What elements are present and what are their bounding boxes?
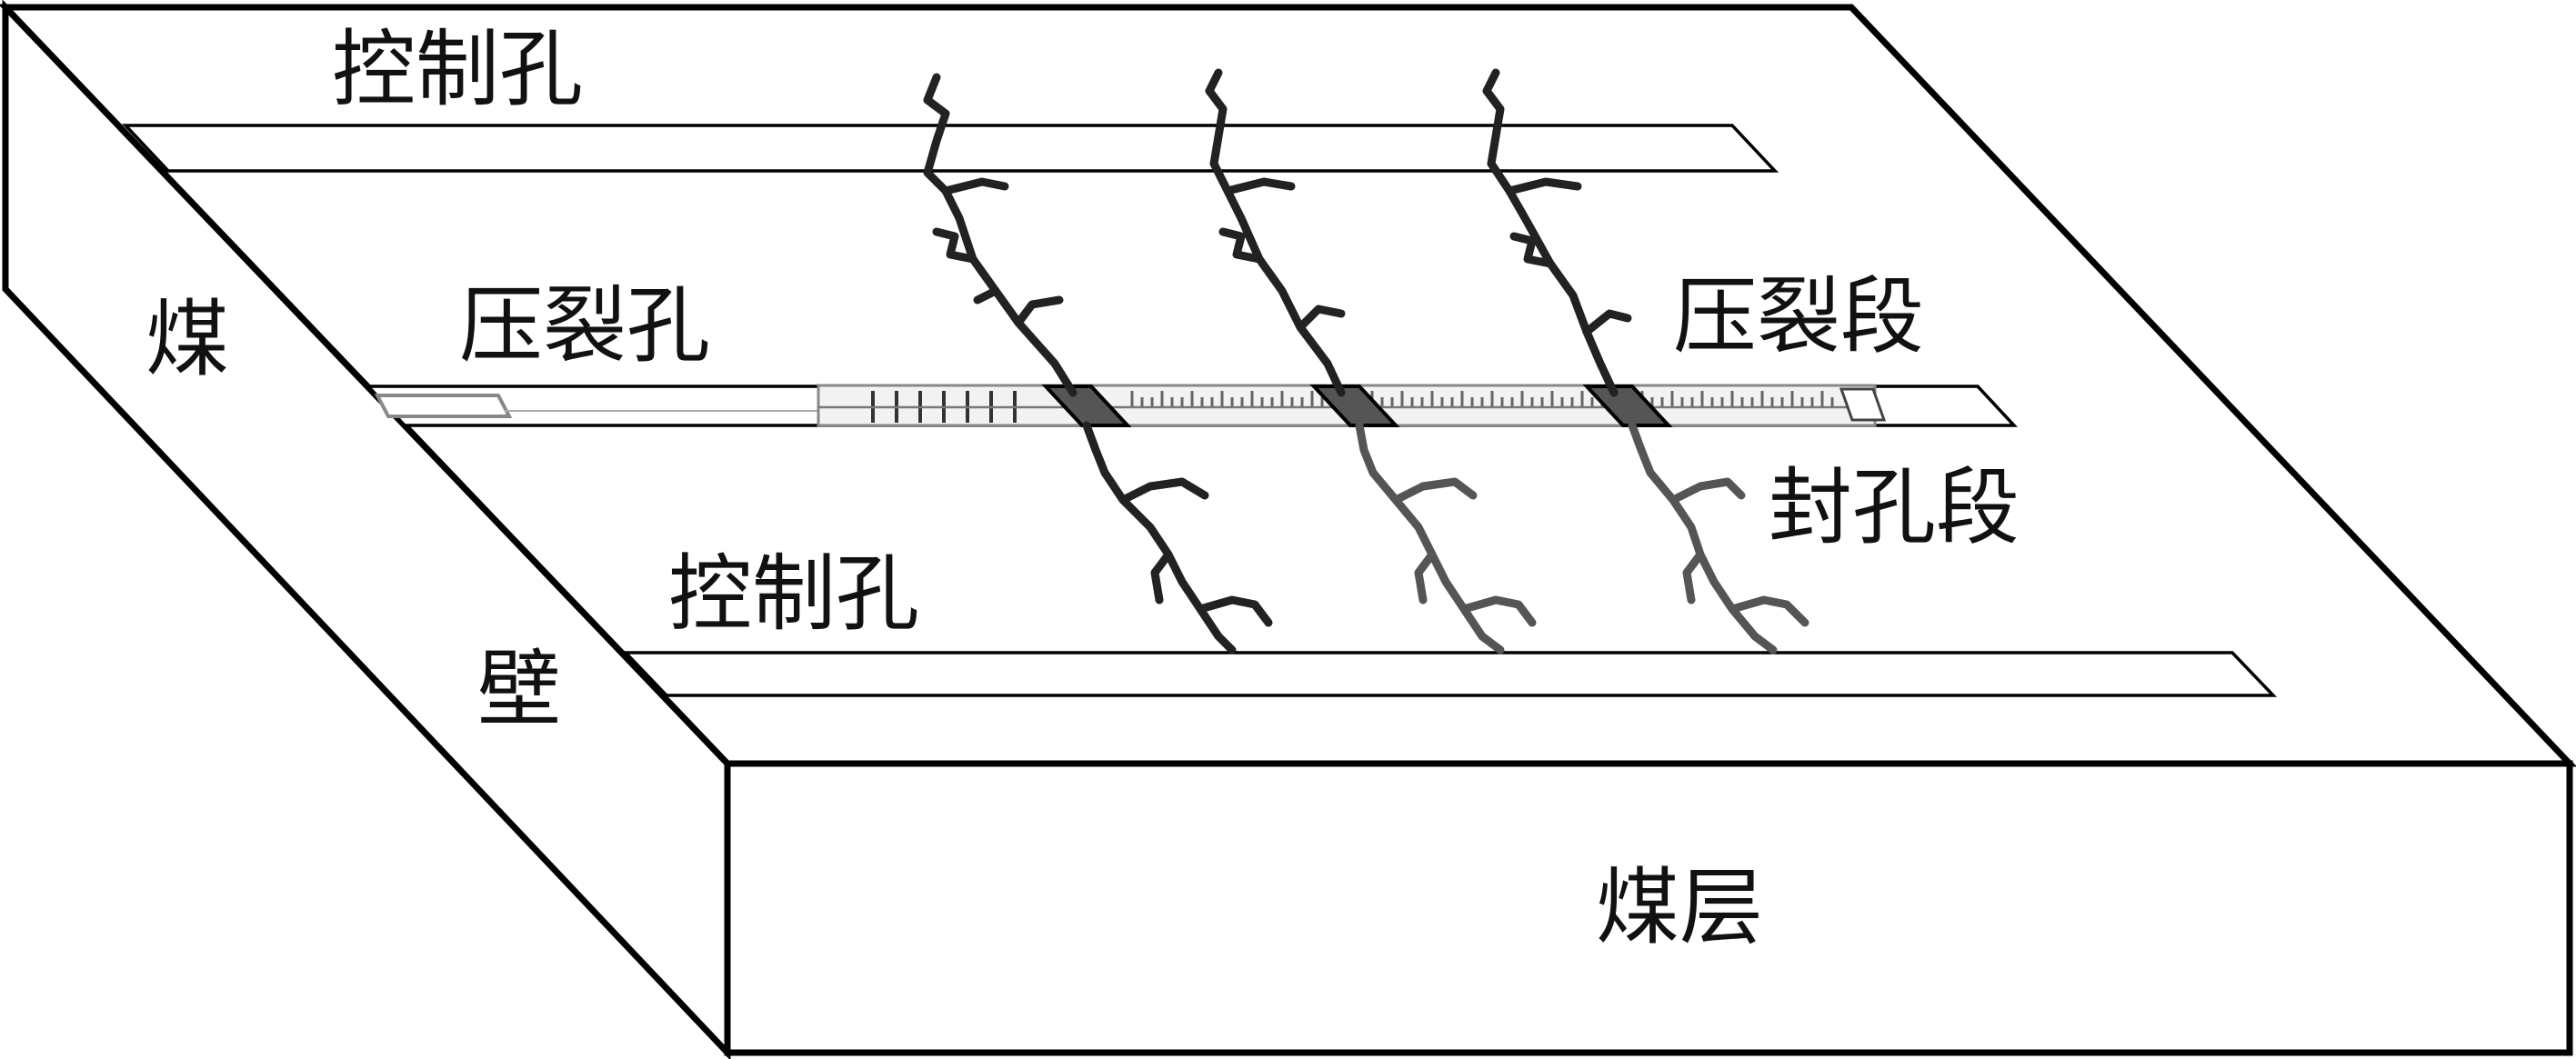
label-coal-seam: 煤层 (1596, 859, 1763, 956)
crack-upper-1-branch-b (1014, 295, 1064, 327)
seal-packer-2 (1309, 385, 1400, 427)
crack-lower-1-branch-c (1196, 595, 1273, 627)
hole-end-cap (1839, 387, 1887, 422)
crack-upper-1-branch-c (973, 286, 1000, 305)
crack-upper-3-branch-c (1505, 177, 1582, 195)
label-fracturing-section: 压裂段 (1673, 268, 1924, 365)
crack-upper-2-branch-c (1223, 177, 1296, 195)
crack-lower-1 (1082, 421, 1237, 654)
crack-lower-1-branch-a (1118, 477, 1209, 505)
label-control-hole-top: 控制孔 (332, 21, 583, 118)
crack-upper-3 (1482, 68, 1619, 397)
crack-upper-3-branch-b (1582, 309, 1632, 336)
upper-cracks (923, 68, 1632, 397)
crack-upper-1-branch-d (941, 177, 1009, 195)
crack-lower-3-branch-b (1682, 550, 1705, 604)
label-coal-wall-char2: 壁 (477, 641, 561, 738)
crack-lower-1-branch-b (1150, 550, 1173, 604)
crack-lower-3-branch-c (1728, 595, 1809, 627)
wellbore-tube (374, 394, 513, 418)
block-front-face (724, 760, 2573, 1056)
crack-lower-3-branch-a (1669, 477, 1746, 505)
seal-packer-3 (1582, 385, 1673, 427)
label-sealing-section: 封孔段 (1769, 459, 2020, 556)
control-hole-top (121, 124, 1779, 173)
fracturing-hole (364, 384, 2019, 427)
crack-lower-2-branch-b (1414, 550, 1437, 604)
crack-upper-1 (923, 73, 1078, 397)
label-control-hole-bottom: 控制孔 (668, 545, 919, 643)
seal-packer-1 (1041, 385, 1132, 427)
crack-lower-2-branch-c (1459, 595, 1537, 627)
label-fracturing-hole: 压裂孔 (459, 277, 710, 375)
crack-upper-2-branch-a (1218, 227, 1264, 264)
control-hole-bottom (621, 651, 2278, 697)
crack-upper-2 (1205, 68, 1346, 397)
crack-lower-2 (1355, 421, 1505, 654)
crack-upper-1-branch-a (932, 227, 977, 264)
crack-lower-2-branch-a (1391, 477, 1478, 505)
crack-upper-2-branch-b (1296, 305, 1346, 332)
crack-upper-3-branch-a (1509, 232, 1555, 268)
crack-lower-3 (1628, 421, 1778, 654)
label-coal-wall-char1: 煤 (145, 291, 229, 388)
lower-cracks (1082, 421, 1809, 654)
